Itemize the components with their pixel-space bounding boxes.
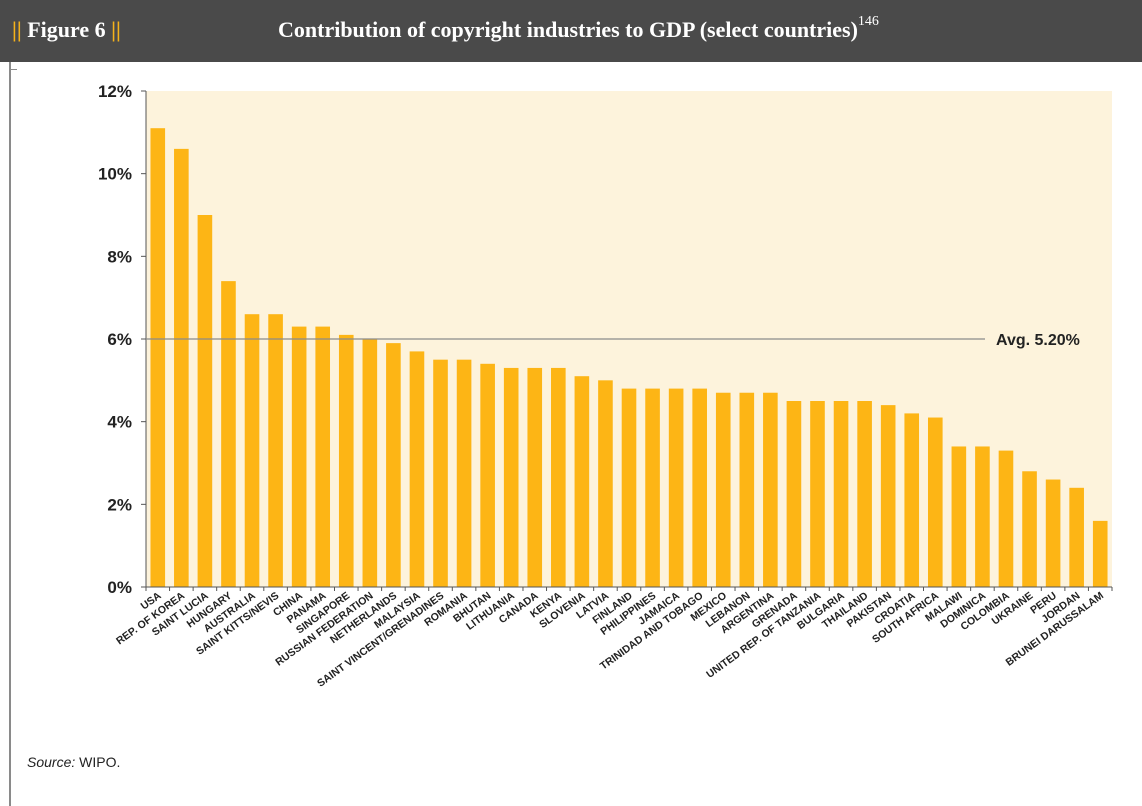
frame-corner-tick (9, 69, 17, 70)
bar (975, 446, 990, 587)
y-tick-label: 6% (107, 330, 132, 349)
bar (1092, 520, 1108, 587)
figure-number: Figure 6 (27, 17, 106, 42)
bar (786, 401, 802, 587)
bar (739, 392, 755, 587)
bar (1045, 479, 1061, 587)
bar (998, 450, 1014, 587)
bar (904, 413, 920, 587)
figure-title-text: Contribution of copyright industries to … (278, 17, 858, 42)
bar (880, 405, 896, 587)
bar (951, 446, 967, 587)
bar (268, 314, 283, 587)
bar (503, 367, 519, 587)
bar (150, 128, 166, 587)
figure-label-bars-right: || (111, 17, 121, 42)
bar (927, 417, 943, 587)
source-label: Source: (27, 754, 76, 770)
bar (291, 326, 307, 587)
bar (1069, 487, 1084, 587)
frame-left-border (9, 62, 11, 806)
bar (315, 326, 331, 587)
bar (1022, 471, 1037, 587)
figure-header: || Figure 6 || Contribution of copyright… (0, 0, 1142, 62)
bar (645, 388, 660, 587)
bar (221, 281, 236, 587)
bar (480, 363, 495, 587)
bar (362, 339, 378, 587)
bar (692, 388, 707, 587)
y-tick-label: 2% (107, 495, 132, 514)
figure-title: Contribution of copyright industries to … (278, 13, 879, 43)
figure-label: || Figure 6 || (12, 17, 121, 43)
bar (810, 401, 825, 587)
bar (338, 334, 354, 587)
bar (621, 388, 637, 587)
source-text: WIPO. (75, 754, 121, 770)
bar (574, 376, 590, 587)
bar (244, 314, 260, 587)
bar (551, 367, 566, 587)
bar (668, 388, 684, 587)
average-line-label: Avg. 5.20% (996, 332, 1080, 349)
source-note: Source: WIPO. (27, 754, 120, 770)
bar (174, 148, 189, 587)
bar (833, 401, 849, 587)
figure-title-footnote: 146 (857, 13, 879, 29)
bar (409, 351, 425, 587)
y-tick-label: 10% (98, 165, 132, 184)
y-tick-label: 12% (98, 82, 132, 101)
bar (386, 343, 401, 587)
bar (857, 401, 872, 587)
figure-label-bars-left: || (12, 17, 22, 42)
bar (598, 380, 613, 587)
bar (527, 367, 543, 587)
bar (715, 392, 731, 587)
y-tick-label: 8% (107, 247, 132, 266)
bar (763, 392, 778, 587)
y-tick-label: 4% (107, 413, 132, 432)
bar (456, 359, 472, 587)
bar (197, 215, 213, 587)
y-tick-label: 0% (107, 578, 132, 597)
bar (433, 359, 448, 587)
